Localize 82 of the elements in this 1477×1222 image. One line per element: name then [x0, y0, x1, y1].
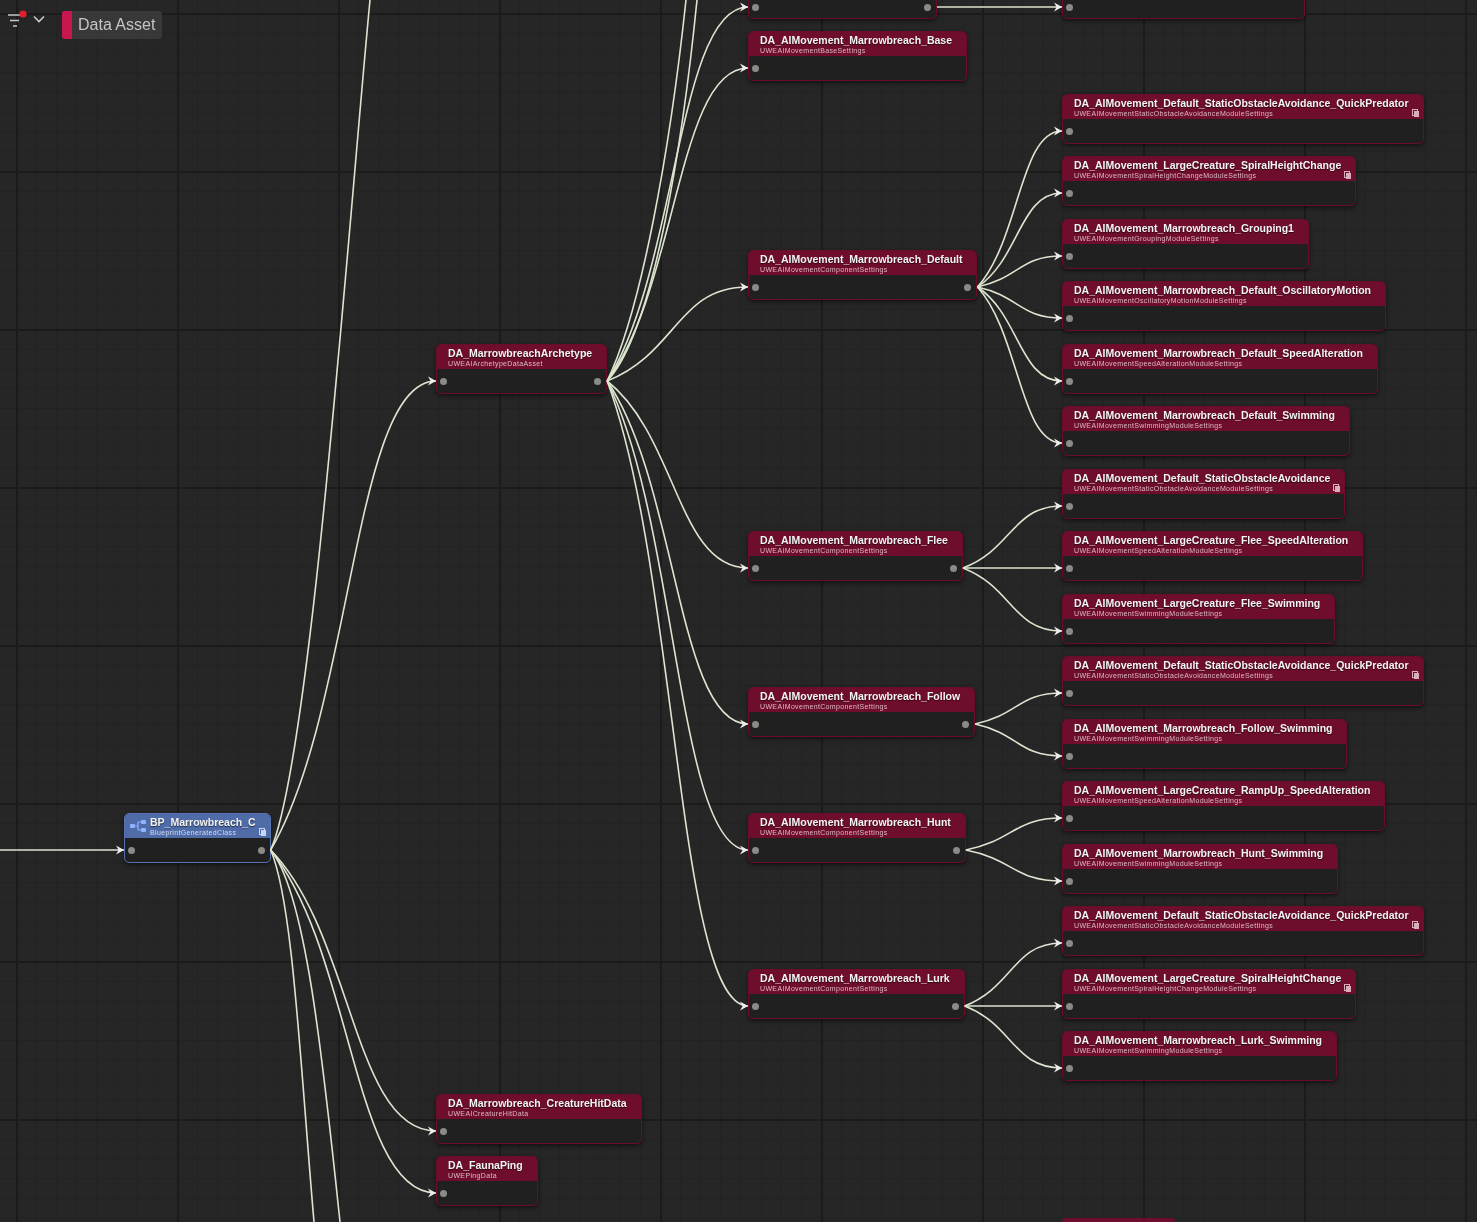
connector [962, 567, 1063, 635]
asset-node [1062, 969, 1357, 1019]
connector [962, 563, 1063, 573]
node-title: DA_AIMovement_Marrowbreach_Lurk_Swimming [1074, 1034, 1322, 1046]
node-title: DA_AIMovement_Marrowbreach_Default_OscillatoryMotion [1074, 284, 1371, 296]
node-title: DA_AIMovement_Default_StaticObstacleAvoidance [1074, 472, 1331, 484]
connector [0, 845, 125, 855]
asset-node [1062, 0, 1305, 19]
asset-node [1062, 156, 1357, 206]
connector [606, 65, 749, 382]
connector [963, 1005, 1063, 1072]
asset-node [1062, 531, 1364, 581]
connector [606, 5, 749, 382]
connector [269, 849, 341, 1222]
connector [963, 939, 1063, 1007]
connector [936, 2, 1063, 12]
connector [962, 502, 1063, 569]
asset-node [436, 1156, 538, 1206]
node-title: DA_AIMovement_Marrowbreach_Follow [760, 690, 961, 702]
node-title: DA_AIMovement_Default_StaticObstacleAvoidance_QuickPredator [1074, 909, 1409, 921]
asset-node [1062, 219, 1309, 269]
node-title: DA_AIMovement_Marrowbreach_Grouping1 [1074, 222, 1294, 234]
asset-node [436, 344, 608, 394]
node-title: DA_AIMovement_Default_StaticObstacleAvoidance_QuickPredator [1074, 659, 1409, 671]
node-title: DA_MarrowbreachArchetype [448, 347, 593, 359]
connector [976, 286, 1063, 323]
node-title: DA_Marrowbreach_CreatureHitData [448, 1097, 627, 1109]
connector [976, 286, 1063, 446]
node-title: DA_AIMovement_LargeCreature_RampUp_SpeedAlteration [1074, 784, 1371, 796]
node-title: DA_AIMovement_Marrowbreach_Flee [760, 534, 948, 546]
asset-node [1062, 656, 1424, 706]
asset-node [1062, 719, 1348, 769]
asset-node [1062, 406, 1350, 456]
asset-node [748, 969, 965, 1019]
node-title: DA_AIMovement_LargeCreature_Flee_Swimming [1074, 597, 1321, 609]
connector [976, 128, 1063, 288]
node-title: DA_AIMovement_Marrowbreach_Hunt [760, 816, 951, 828]
node-title: DA_AIMovement_LargeCreature_SpiralHeightChange [1074, 972, 1342, 984]
node-title: BP_Marrowbreach_C [150, 816, 256, 828]
connector [606, 380, 749, 572]
node-title: DA_FaunaPing [448, 1159, 523, 1171]
asset-node [748, 250, 978, 300]
asset-node [748, 531, 963, 581]
asset-node [1062, 469, 1346, 519]
connector [974, 688, 1063, 725]
connector [974, 723, 1063, 761]
node-title: DA_AIMovement_LargeCreature_Flee_SpeedAlteration [1074, 534, 1349, 546]
node-title: DA_AIMovement_Marrowbreach_Follow_Swimming [1074, 722, 1333, 734]
connector [963, 1001, 1063, 1011]
connector [269, 0, 371, 851]
connector [269, 849, 315, 1222]
node-title: DA_AIMovement_LargeCreature_SpiralHeightChange [1074, 159, 1342, 171]
asset-node [1062, 281, 1386, 331]
asset-node [1062, 1218, 1175, 1222]
connector [606, 380, 749, 727]
asset-node [124, 813, 271, 863]
asset-node [748, 687, 976, 737]
node-title: DA_AIMovement_Marrowbreach_Default_Swimming [1074, 409, 1335, 421]
asset-node [748, 0, 937, 19]
asset-node [1062, 844, 1339, 894]
node-title: DA_AIMovement_Default_StaticObstacleAvoidance_QuickPredator [1074, 97, 1409, 109]
asset-node [1062, 594, 1336, 644]
asset-node [436, 1094, 642, 1144]
connector [976, 189, 1063, 288]
asset-node [748, 31, 967, 81]
connector [976, 251, 1063, 288]
node-title: DA_AIMovement_Marrowbreach_Base [760, 34, 952, 46]
asset-node [1062, 344, 1378, 394]
asset-node [1062, 94, 1424, 144]
connector [606, 283, 749, 382]
filter-chip: Data Asset [62, 11, 163, 39]
asset-node [748, 813, 966, 863]
connector [269, 379, 437, 851]
connector [965, 849, 1063, 886]
node-title: DA_AIMovement_Marrowbreach_Default_SpeedAlteration [1074, 347, 1363, 359]
connector [965, 813, 1063, 851]
node-title: DA_AIMovement_Marrowbreach_Hunt_Swimming [1074, 847, 1324, 859]
asset-node [1062, 1031, 1337, 1081]
asset-node [1062, 906, 1424, 956]
asset-node [1062, 781, 1386, 831]
node-title: DA_AIMovement_Marrowbreach_Default [760, 253, 963, 265]
node-title: DA_AIMovement_Marrowbreach_Lurk [760, 972, 950, 984]
